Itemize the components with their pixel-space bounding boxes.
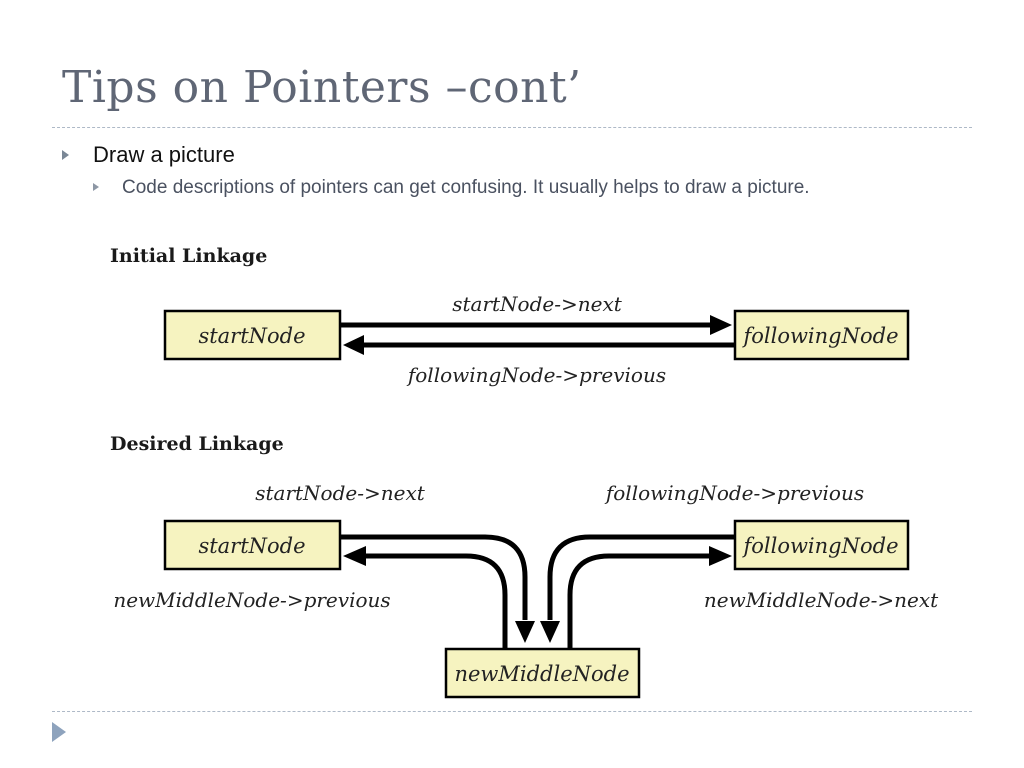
desired-middle-next-arrowhead	[709, 546, 732, 566]
desired-following-node-label: followingNode	[741, 534, 898, 558]
desired-middle-previous-arrow	[365, 553, 508, 649]
desired-linkage-heading: Desired Linkage	[110, 433, 284, 455]
desired-start-node-label: startNode	[198, 534, 305, 558]
desired-following-previous-arrowhead	[540, 621, 560, 643]
bullet-main-text: Draw a picture	[93, 142, 235, 167]
desired-start-next-arrow	[340, 534, 528, 620]
desired-middle-previous-arrowhead	[343, 546, 366, 566]
bullet-sub: Code descriptions of pointers can get co…	[93, 175, 893, 200]
initial-previous-arrowhead	[343, 335, 364, 355]
desired-following-previous-label: followingNode->previous	[604, 481, 864, 505]
initial-next-arrowhead	[710, 315, 732, 335]
initial-linkage-heading: Initial Linkage	[110, 245, 267, 267]
desired-middle-node-label: newMiddleNode	[454, 662, 629, 686]
desired-middle-next-label: newMiddleNode->next	[704, 588, 939, 612]
initial-previous-pointer-label: followingNode->previous	[406, 363, 666, 387]
initial-start-node-box	[163, 309, 342, 361]
desired-middle-previous-label: newMiddleNode->previous	[113, 588, 390, 612]
initial-following-node-label: followingNode	[741, 324, 898, 348]
bullet-triangle-icon	[62, 150, 69, 160]
desired-middle-next-arrow	[567, 553, 710, 649]
desired-start-next-label: startNode->next	[255, 481, 426, 505]
desired-start-next-arrowhead	[515, 621, 535, 643]
initial-next-pointer-label: startNode->next	[452, 292, 623, 316]
desired-start-node-box	[163, 519, 342, 571]
bullet-main: Draw a picture	[62, 142, 235, 168]
sub-bullet-triangle-icon	[93, 183, 99, 191]
footer-divider	[52, 711, 972, 712]
title-divider	[52, 127, 972, 128]
slide-title: Tips on Pointers –cont’	[62, 62, 582, 113]
desired-following-previous-arrow	[547, 534, 735, 620]
bullet-sub-text: Code descriptions of pointers can get co…	[122, 177, 810, 198]
desired-middle-node-box	[444, 647, 641, 699]
initial-following-node-box	[733, 309, 910, 361]
next-slide-triangle-icon[interactable]	[52, 722, 66, 742]
initial-start-node-label: startNode	[198, 324, 305, 348]
desired-following-node-box	[733, 519, 910, 571]
